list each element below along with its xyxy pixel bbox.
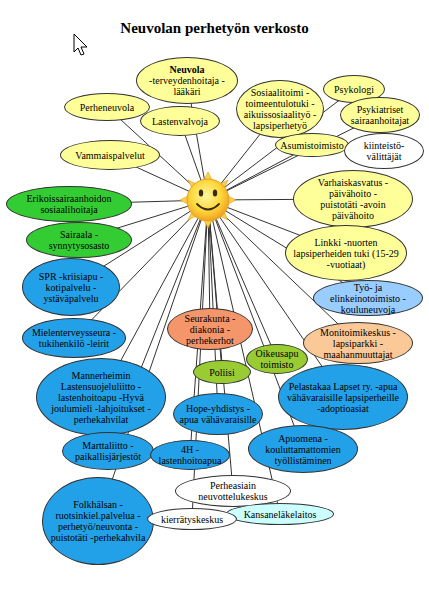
diagram-title: Neuvolan perhetyön verkosto — [0, 20, 429, 37]
service-ellipse: Perheneuvola — [64, 93, 150, 121]
service-label: SPR -kriisiapu -kotipalvelu -ystäväpalve… — [35, 271, 107, 304]
service-label: Marttaliitto -paikallisjärjestöt — [66, 440, 150, 462]
service-ellipse: Apuomena -kouluttamattomien työllistämin… — [248, 425, 358, 473]
sun-eye — [213, 190, 217, 197]
service-ellipse: Lastenvalvoja — [140, 106, 220, 136]
service-ellipse: Asumistoimisto — [275, 133, 349, 157]
service-ellipse: Marttaliitto -paikallisjärjestöt — [62, 432, 154, 470]
sun-spike — [188, 212, 196, 220]
service-ellipse: Mielenterveysseura -tukihenkilö -leirit — [22, 318, 126, 358]
service-label: Mielenterveysseura -tukihenkilö -leirit — [28, 327, 120, 349]
sun-face — [187, 179, 229, 221]
service-ellipse: SPR -kriisiapu -kotipalvelu -ystäväpalve… — [22, 258, 120, 316]
service-label: Kansaneläkelaitos — [244, 509, 317, 520]
service-ellipse: kierrätyskeskus — [147, 508, 237, 530]
service-label: Oikeusapu toimisto — [250, 348, 304, 370]
service-label: Monitoimikeskus -lapsiparkki -maahanmuut… — [315, 327, 401, 360]
sun-spike — [180, 196, 188, 204]
sun-spike — [228, 196, 236, 204]
service-label: Perheasiain neuvottelukeskus — [180, 480, 286, 502]
mouse-cursor — [74, 34, 87, 55]
service-ellipse: Monitoimikeskus -lapsiparkki -maahanmuut… — [303, 322, 413, 364]
service-label: Psykologi — [334, 84, 374, 95]
sun-spike — [188, 180, 196, 188]
service-label: Perheneuvola — [80, 102, 134, 113]
service-label: Sairaala -synnytysosasto — [39, 229, 119, 251]
service-label: -terveydenhoitaja -lääkäri — [141, 75, 233, 97]
service-label: Varhaiskasvatus -päivähoito -puistotäti … — [312, 177, 394, 221]
service-label: Työ- ja elinkeinotoimisto -kouluneuvoja — [318, 282, 418, 315]
service-ellipse: Hope-yhdistys -apua vähävaraisille — [173, 393, 263, 435]
service-label: Lastenvalvoja — [152, 116, 208, 127]
service-label: Neuvola — [170, 64, 205, 75]
service-ellipse: Sosiaalitoimi -toimeentulotuki -aikuisso… — [236, 80, 324, 138]
service-ellipse: Folkhälsan -ruotsinkiel.palvelua -perhet… — [42, 477, 154, 565]
service-label: Psykiatriset sairaanhoitajat — [344, 104, 416, 126]
service-label: Vammaispalvelut — [75, 150, 144, 161]
service-label: Linkki -nuorten lapsiperheiden tuki (15-… — [293, 237, 399, 270]
service-ellipse: Kansaneläkelaitos — [226, 503, 334, 525]
service-label: kierrätyskeskus — [161, 514, 223, 525]
service-label: Folkhälsan -ruotsinkiel.palvelua -perhet… — [48, 499, 148, 543]
service-ellipse: Neuvola-terveydenhoitaja -lääkäri — [136, 57, 238, 104]
sun-eye — [199, 190, 203, 197]
service-label: Poliisi — [209, 367, 235, 378]
service-label: Pelastakaa Lapset ry. -apua vähävaraisil… — [286, 381, 400, 414]
service-label: kiinteistö-välittäjät — [355, 140, 413, 162]
sun-spikes — [180, 172, 236, 228]
sun-smile — [197, 204, 219, 210]
service-ellipse: Linkki -nuorten lapsiperheiden tuki (15-… — [285, 225, 407, 281]
service-label: Erikoissairaanhoidon sosiaalihoitaja — [19, 193, 119, 215]
sun-ray — [192, 200, 208, 519]
service-ellipse: Oikeusapu toimisto — [246, 344, 308, 374]
service-ellipse: Työ- ja elinkeinotoimisto -kouluneuvoja — [313, 280, 423, 316]
sun-spike — [220, 180, 228, 188]
service-label: Seurakunta -diakonia -perhekerhot — [177, 313, 243, 346]
service-ellipse: Erikoissairaanhoidon sosiaalihoitaja — [6, 186, 132, 222]
service-ellipse: Mannerheimin Lastensuojeluliitto -lasten… — [36, 358, 166, 436]
service-label: 4H -lastenhoitoapua — [152, 444, 228, 466]
service-ellipse: kiinteistö-välittäjät — [344, 133, 424, 169]
service-ellipse: Psykiatriset sairaanhoitajat — [340, 97, 420, 133]
service-label: Hope-yhdistys -apua vähävaraisille — [178, 403, 258, 425]
service-label: Sosiaalitoimi -toimeentulotuki -aikuisso… — [241, 87, 319, 131]
sun-spike — [220, 212, 228, 220]
service-ellipse: Vammaispalvelut — [60, 140, 160, 170]
sun-spike — [204, 220, 212, 228]
sun-spike — [204, 172, 212, 180]
service-label: Asumistoimisto — [280, 140, 343, 151]
service-ellipse: 4H -lastenhoitoapua — [150, 440, 230, 470]
service-ellipse: Seurakunta -diakonia -perhekerhot — [167, 308, 253, 350]
service-ellipse: Sairaala -synnytysosasto — [26, 222, 132, 258]
service-ellipse: Varhaiskasvatus -päivähoito -puistotäti … — [293, 170, 413, 228]
service-label: Apuomena -kouluttamattomien työllistämin… — [255, 433, 351, 466]
service-ellipse: Pelastakaa Lapset ry. -apua vähävaraisil… — [278, 364, 408, 430]
service-ellipse: Poliisi — [193, 360, 251, 384]
service-label: Mannerheimin Lastensuojeluliitto -lasten… — [47, 370, 155, 425]
